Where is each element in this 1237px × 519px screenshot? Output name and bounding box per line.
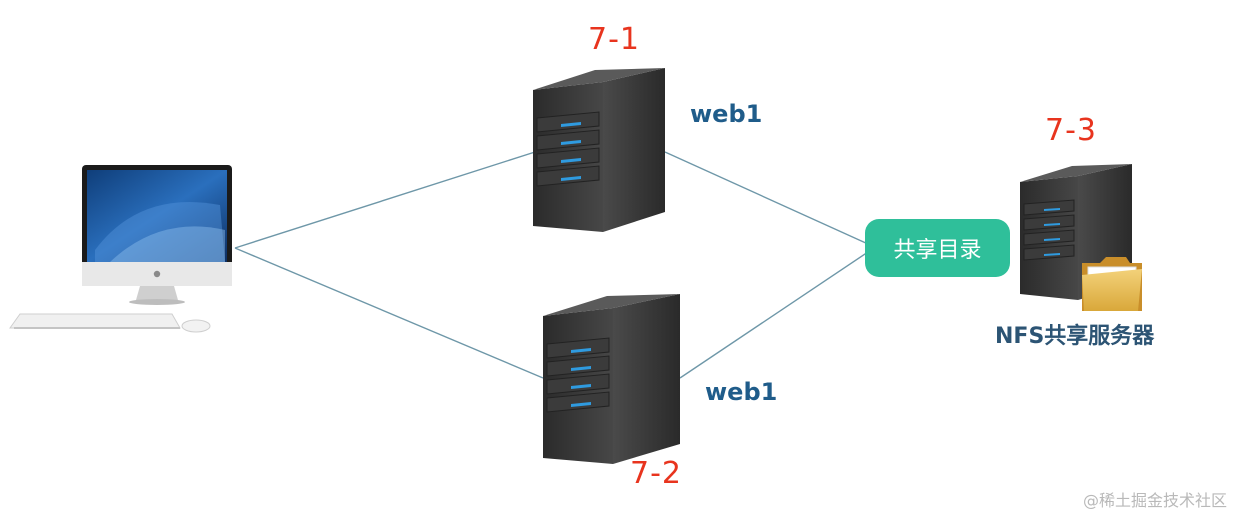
server-7-2-label: 7-2 bbox=[630, 456, 682, 491]
link-web2-share bbox=[679, 251, 869, 379]
connection-lines bbox=[234, 151, 869, 379]
server-7-3-label: 7-3 bbox=[1045, 113, 1097, 148]
link-client-web2 bbox=[234, 247, 544, 379]
nfs-server-label: NFS共享服务器 bbox=[995, 324, 1155, 349]
desktop-computer-icon bbox=[9, 165, 232, 333]
shared-directory-badge: 共享目录 bbox=[865, 219, 1010, 277]
folder-icon bbox=[1082, 257, 1142, 311]
server-tower-icon bbox=[533, 68, 665, 232]
server-tower-icon bbox=[543, 294, 680, 464]
link-web1-share bbox=[664, 151, 869, 245]
link-client-web1 bbox=[234, 151, 536, 249]
watermark: @稀土掘金技术社区 bbox=[1082, 491, 1227, 510]
server-7-2-role-label: web1 bbox=[705, 378, 778, 406]
server-7-1-label: 7-1 bbox=[588, 22, 640, 57]
server-7-1-role-label: web1 bbox=[690, 100, 763, 128]
